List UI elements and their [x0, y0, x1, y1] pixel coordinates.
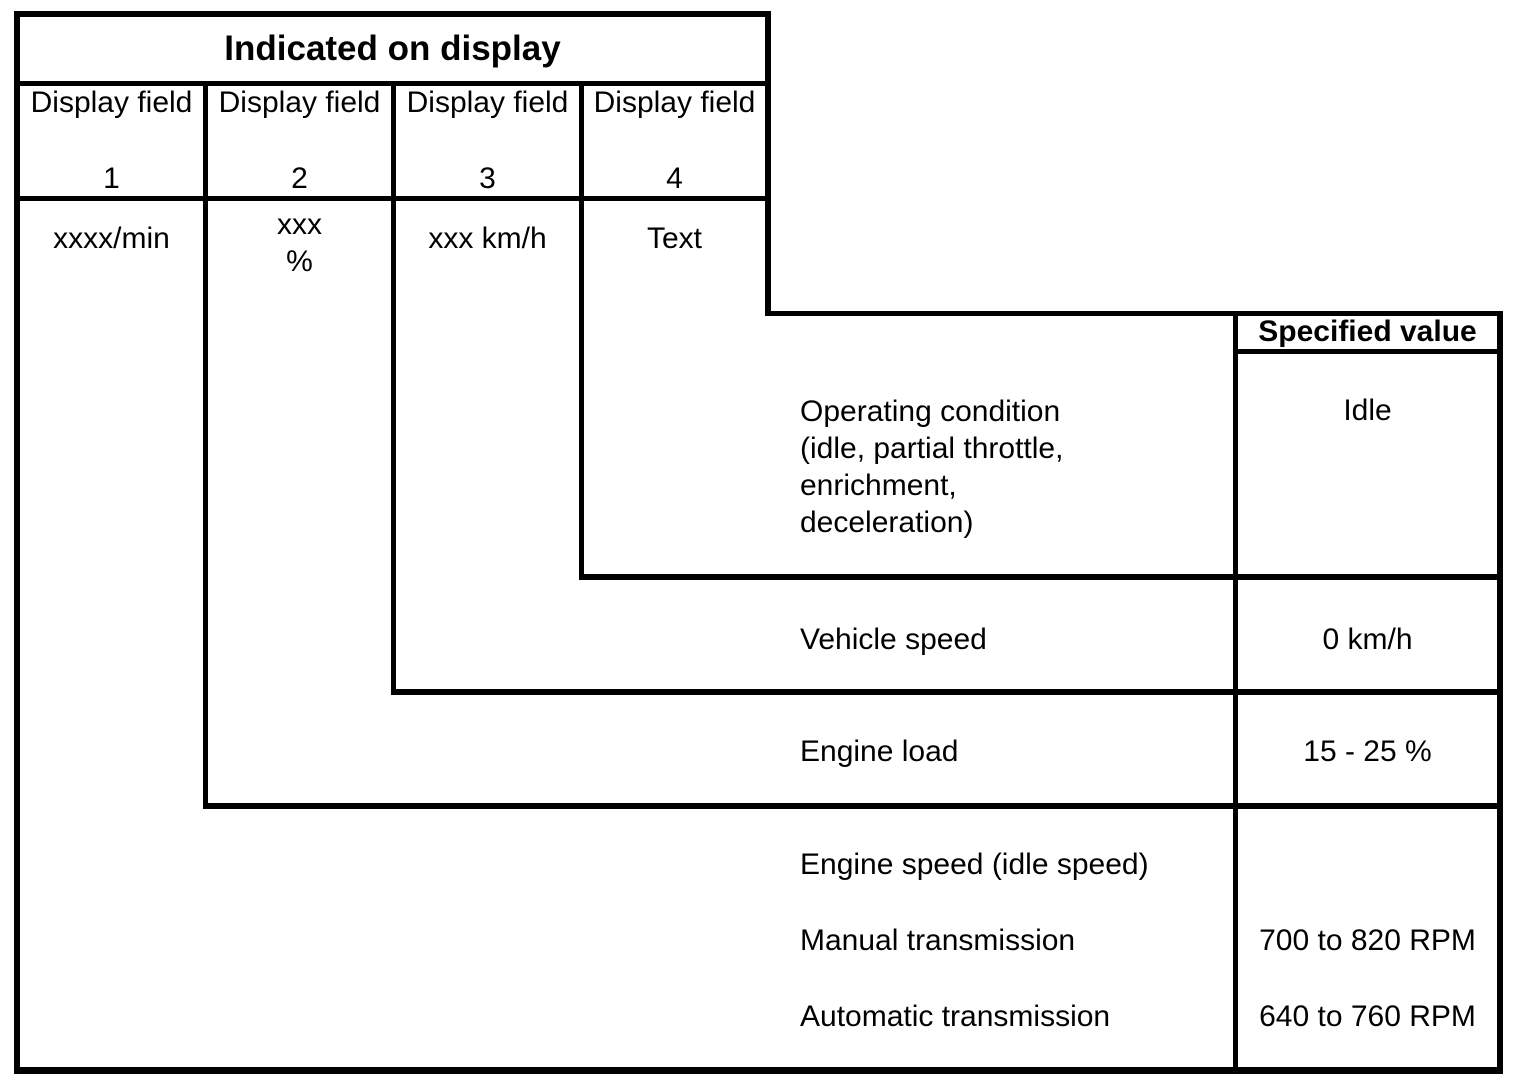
- border-bottom: [14, 1067, 1503, 1074]
- display-field-3-label: Display field: [406, 86, 569, 119]
- display-table-title: Indicated on display: [224, 29, 561, 68]
- display-field-1-number: 1: [103, 162, 120, 195]
- line-col2-col3: [391, 81, 396, 695]
- display-field-2-label: Display field: [218, 86, 381, 119]
- row-engine-speed-label: Engine speed (idle speed): [800, 848, 1149, 881]
- display-field-3-number: 3: [479, 162, 496, 195]
- display-field-4-format: Text: [646, 222, 703, 255]
- line-spec-header-bottom: [1233, 349, 1503, 354]
- row-engine-load-value: 15 - 25 %: [1303, 735, 1432, 768]
- display-field-2-format: xxx %: [277, 208, 322, 278]
- row-vehicle-speed-label: Vehicle speed: [800, 623, 987, 656]
- display-field-2-number: 2: [291, 162, 308, 195]
- display-field-4-label: Display field: [593, 86, 756, 119]
- line-row1-bottom: [579, 574, 1503, 580]
- specified-value-header: Specified value: [1258, 315, 1477, 348]
- row-operating-condition-label: Operating condition (idle, partial throt…: [800, 395, 1064, 539]
- border-top: [14, 11, 771, 17]
- display-field-3-format: xxx km/h: [428, 222, 547, 255]
- border-left: [14, 11, 20, 1074]
- row-engine-load-label: Engine load: [800, 735, 959, 768]
- display-field-1-label: Display field: [30, 86, 193, 119]
- row-automatic-transmission-label: Automatic transmission: [800, 1000, 1111, 1033]
- display-field-2-header: Display field 2: [208, 86, 391, 196]
- row-operating-condition-value: Idle: [1343, 394, 1392, 427]
- display-field-1-format: xxxx/min: [53, 222, 170, 255]
- row-manual-transmission-label: Manual transmission: [800, 924, 1076, 957]
- display-field-1-header: Display field 1: [20, 86, 203, 196]
- display-field-4-number: 4: [666, 162, 683, 195]
- display-field-3-header: Display field 3: [396, 86, 579, 196]
- line-col4-right: [765, 11, 771, 316]
- display-field-4-header: Display field 4: [584, 86, 765, 196]
- line-step-top: [765, 311, 1503, 316]
- line-row3-bottom: [203, 803, 1503, 809]
- line-row2-bottom: [391, 689, 1503, 695]
- line-col1-col2: [203, 81, 208, 809]
- row-automatic-transmission-value: 640 to 760 RPM: [1259, 1000, 1476, 1033]
- line-col3-col4: [579, 81, 584, 580]
- row-vehicle-speed-value: 0 km/h: [1322, 623, 1413, 656]
- row-manual-transmission-value: 700 to 820 RPM: [1259, 924, 1476, 957]
